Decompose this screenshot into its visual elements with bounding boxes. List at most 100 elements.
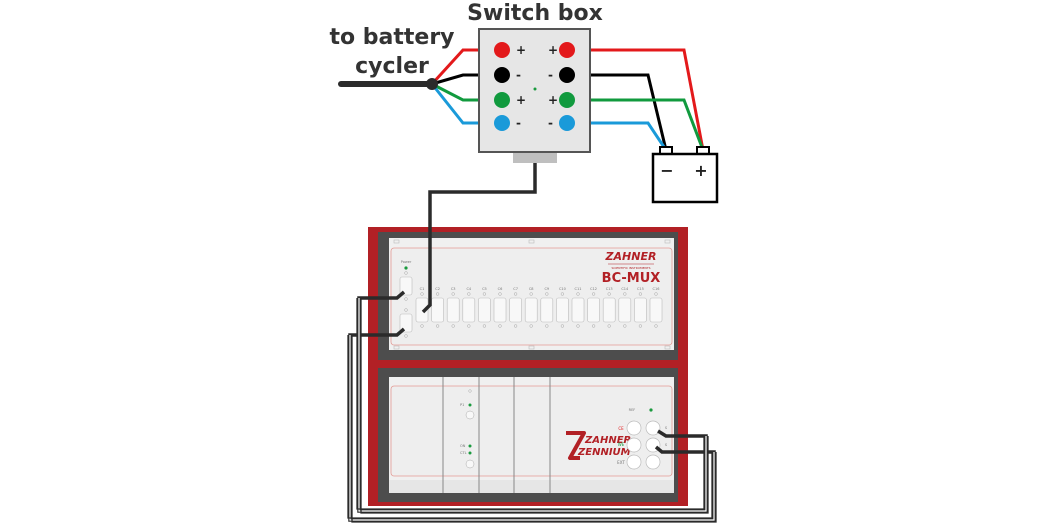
battery-cycler-label-line2: cycler (355, 54, 429, 79)
channel-label: C16 (653, 287, 660, 291)
channel-label: C7 (513, 287, 518, 291)
bc-mux-channel-12: C12 (587, 287, 600, 328)
battery-body (651, 152, 719, 204)
channel-label: C14 (621, 287, 629, 291)
we-socket (626, 437, 642, 453)
bc-mux-channel-8: C8 (524, 287, 538, 328)
channel-label: C13 (606, 287, 613, 291)
zennium-panel: P1 ON CTL ZAHNER ZENNIUM REF CE WE EXT S… (389, 377, 674, 493)
channel-label: C4 (466, 287, 471, 291)
bc-mux-channel-4: C4 (462, 287, 476, 328)
channel-label: C15 (637, 287, 644, 291)
module-button (465, 459, 475, 469)
channel-connector (524, 297, 538, 323)
ctl-label: CTL (460, 451, 467, 455)
channel-connector (478, 297, 491, 323)
bc-mux-input-port-1 (399, 271, 413, 301)
on-led (468, 444, 472, 448)
we-label: WE (618, 442, 625, 447)
aux-socket (645, 454, 661, 470)
channel-connector (540, 297, 554, 323)
bc-mux-channel-10: C10 (556, 287, 569, 328)
channel-label: C2 (435, 287, 440, 291)
channel-label: C8 (529, 287, 534, 291)
channel-connector (602, 297, 616, 323)
channel-connector (431, 297, 444, 323)
polarity-label: - (548, 116, 553, 130)
switch-box: + - + - + - + - (478, 28, 591, 163)
sense-label: S (665, 426, 668, 430)
terminal-right-black (559, 67, 575, 83)
bc-mux-panel: ZAHNER SCIENTIFIC INSTRUMENTS BC-MUX Pow… (389, 238, 674, 350)
ce-socket (626, 420, 642, 436)
bc-mux-channel-9: C9 (540, 287, 554, 328)
bc-mux-channel-1: C1 (415, 287, 429, 328)
cycler-cable (338, 48, 498, 125)
polarity-label: + (548, 93, 558, 107)
ctl-led (468, 451, 472, 455)
bc-mux-channel-14: C14 (618, 287, 632, 328)
terminal-right-blue (559, 115, 575, 131)
power-led (404, 266, 408, 270)
p1-led (468, 403, 472, 407)
terminal-right-red (559, 42, 575, 58)
terminal-left-red (494, 42, 510, 58)
polarity-label: - (548, 68, 553, 82)
cable-switchbox-to-channel1 (421, 163, 537, 314)
channel-connector (509, 297, 522, 323)
battery-pos-label: + (694, 161, 707, 180)
zennium-brand-line2: ZENNIUM (577, 447, 631, 458)
bc-mux-channel-13: C13 (602, 287, 616, 328)
battery-wires (570, 48, 705, 151)
channel-label: C11 (575, 287, 582, 291)
switch-box-title: Switch box (467, 1, 603, 26)
battery-cycler-label-line1: to battery (329, 25, 454, 50)
polarity-label: + (548, 43, 558, 57)
channel-connector (618, 297, 632, 323)
status-led (649, 408, 653, 412)
bc-mux-channel-15: C15 (634, 287, 647, 328)
bc-mux-channel-16: C16 (649, 287, 663, 328)
channel-label: C10 (559, 287, 566, 291)
bc-mux-channel-2: C2 (431, 287, 444, 328)
module-button (465, 410, 475, 420)
channel-connector (446, 297, 460, 323)
channel-connector (415, 297, 429, 323)
switch-box-led (533, 87, 537, 91)
channel-label: C1 (420, 287, 425, 291)
zennium-brand-line1: ZAHNER (584, 435, 631, 446)
bc-mux-brand: ZAHNER (605, 250, 657, 263)
channel-label: C5 (482, 287, 487, 291)
terminal-left-black (494, 67, 510, 83)
bc-mux-channel-5: C5 (478, 287, 491, 328)
channel-connector (556, 297, 569, 323)
bc-mux-subtitle: SCIENTIFIC INSTRUMENTS (611, 266, 650, 270)
cable-split-node (426, 78, 438, 90)
zennium-logo-z (566, 431, 586, 460)
battery-neg-label: − (660, 161, 673, 180)
ce-label: CE (618, 426, 624, 431)
on-label: ON (460, 444, 466, 448)
polarity-label: + (516, 93, 526, 107)
battery: − + (651, 146, 719, 204)
channel-label: C6 (498, 287, 503, 291)
ext-label: EXT (617, 460, 625, 465)
channel-connector (634, 297, 647, 323)
ref-label: REF (629, 408, 636, 412)
terminal-left-green (494, 92, 510, 108)
terminal-right-green (559, 92, 575, 108)
polarity-label: + (516, 43, 526, 57)
bc-mux-model: BC-MUX (602, 271, 661, 286)
p1-label: P1 (460, 403, 464, 407)
bc-mux-input-port-2 (399, 308, 413, 338)
bc-mux-channel-7: C7 (509, 287, 522, 328)
sense-label: S (665, 443, 668, 447)
channel-label: C3 (451, 287, 456, 291)
channel-connector (649, 297, 663, 323)
bc-mux-channels: C1 C2 C3 C4 C5 C6 C7 C8 C9 C10 C11 C12 C13 C14 C15 C16 (415, 287, 663, 328)
ext-socket (626, 454, 642, 470)
polarity-label: - (516, 116, 521, 130)
terminal-left-blue (494, 115, 510, 131)
channel-connector (587, 297, 600, 323)
